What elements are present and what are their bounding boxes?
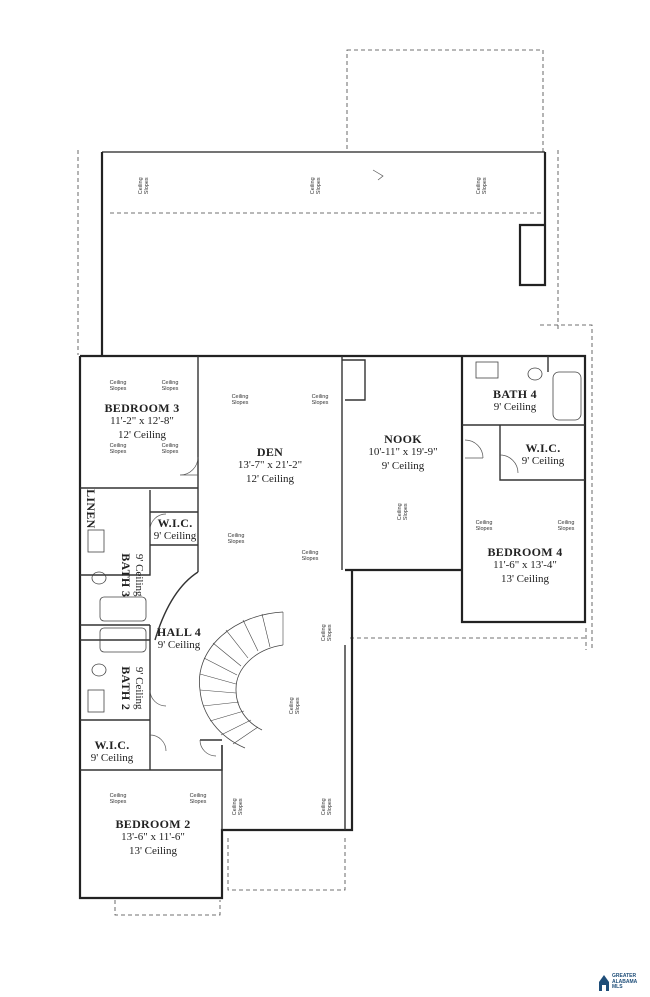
house-icon — [599, 975, 609, 991]
bath2-tub — [99, 627, 147, 653]
room-wic-lower: W.I.C. 9' Ceiling — [82, 738, 142, 766]
room-ceiling: 9' Ceiling — [157, 639, 201, 652]
porch-walls — [100, 152, 547, 355]
room-ceiling: 9' Ceiling — [153, 530, 197, 543]
room-ceiling: 12' Ceiling — [245, 472, 295, 485]
room-bath4: BATH 4 9' Ceiling — [478, 387, 552, 415]
room-ceiling: 9' Ceiling — [133, 666, 146, 710]
room-ceiling: 9' Ceiling — [493, 401, 537, 414]
bath3-toilet — [91, 571, 107, 585]
room-den: DEN 13'-7" x 21'-2" 12' Ceiling — [215, 445, 325, 486]
fixtures — [87, 361, 582, 713]
room-name: BEDROOM 3 — [104, 401, 180, 415]
bath3-sink — [87, 529, 105, 553]
room-ceiling: 13' Ceiling — [500, 572, 550, 585]
room-wic-left: W.I.C. 9' Ceiling — [150, 516, 200, 544]
room-dims: 10'-11" x 19'-9" — [368, 446, 438, 459]
bath4-sink — [475, 361, 499, 379]
bath2-toilet — [91, 663, 107, 677]
mls-logo: GREATER ALABAMA MLS — [598, 972, 646, 994]
room-bedroom2: BEDROOM 2 13'-6" x 11'-6" 13' Ceiling — [98, 817, 208, 858]
bottom-outline — [114, 838, 346, 916]
room-name: HALL 4 — [156, 625, 202, 639]
room-dims: 11'-2" x 12'-8" — [110, 415, 174, 428]
room-dims: 13'-6" x 11'-6" — [121, 831, 185, 844]
room-name: NOOK — [384, 432, 422, 446]
room-hall4: HALL 4 9' Ceiling — [146, 625, 212, 653]
interior-walls — [80, 356, 585, 830]
right-outline — [350, 324, 593, 650]
room-ceiling: 9' Ceiling — [133, 553, 146, 597]
logo-line: ALABAMA — [612, 978, 638, 985]
room-name: W.I.C. — [157, 516, 193, 530]
bath4-tub — [552, 371, 582, 421]
upper-deck-outline — [346, 49, 544, 153]
porch-outline — [77, 150, 559, 355]
spiral-staircase — [199, 611, 284, 749]
room-ceiling: 9' Ceiling — [381, 459, 425, 472]
logo-text: GREATER ALABAMA MLS — [612, 973, 638, 991]
room-name: W.I.C. — [525, 441, 561, 455]
main-exterior — [78, 354, 587, 900]
room-ceiling: 9' Ceiling — [521, 455, 565, 468]
room-name: BATH 3 — [119, 553, 134, 598]
stair-walls — [221, 645, 346, 830]
exterior-walls — [78, 151, 587, 900]
bath4-toilet — [527, 367, 543, 381]
logo-line: GREATER — [612, 973, 637, 979]
room-bath3: 9' Ceiling BATH 3 — [119, 535, 146, 615]
room-bath2: 9' Ceiling BATH 2 — [119, 648, 146, 728]
room-bedroom4: BEDROOM 4 11'-6" x 13'-4" 13' Ceiling — [470, 545, 580, 586]
bath3-tub — [99, 596, 147, 622]
door-swings — [149, 169, 519, 757]
room-dims: 11'-6" x 13'-4" — [493, 559, 557, 572]
room-wic-right: W.I.C. 9' Ceiling — [505, 441, 581, 469]
room-ceiling: 13' Ceiling — [128, 844, 178, 857]
room-name: BEDROOM 4 — [487, 545, 563, 559]
hall-curve — [154, 571, 199, 641]
room-nook: NOOK 10'-11" x 19'-9" 9' Ceiling — [348, 432, 458, 473]
room-name: BATH 4 — [493, 387, 537, 401]
bath4-walls — [462, 356, 585, 481]
room-name: LINEN — [83, 489, 98, 529]
room-name: W.I.C. — [94, 738, 130, 752]
room-bedroom3: BEDROOM 3 11'-2" x 12'-8" 12' Ceiling — [88, 401, 196, 442]
room-name: DEN — [256, 445, 284, 459]
logo-line: MLS — [612, 984, 623, 990]
nook-walls — [341, 356, 366, 570]
room-name: BATH 2 — [119, 666, 134, 711]
room-linen: LINEN — [83, 483, 98, 535]
room-ceiling: 12' Ceiling — [117, 428, 167, 441]
room-name: BEDROOM 2 — [115, 817, 191, 831]
bath2-sink — [87, 689, 105, 713]
room-ceiling: 9' Ceiling — [90, 752, 134, 765]
dashed-outlines — [77, 49, 593, 916]
room-dims: 13'-7" x 21'-2" — [237, 459, 303, 472]
